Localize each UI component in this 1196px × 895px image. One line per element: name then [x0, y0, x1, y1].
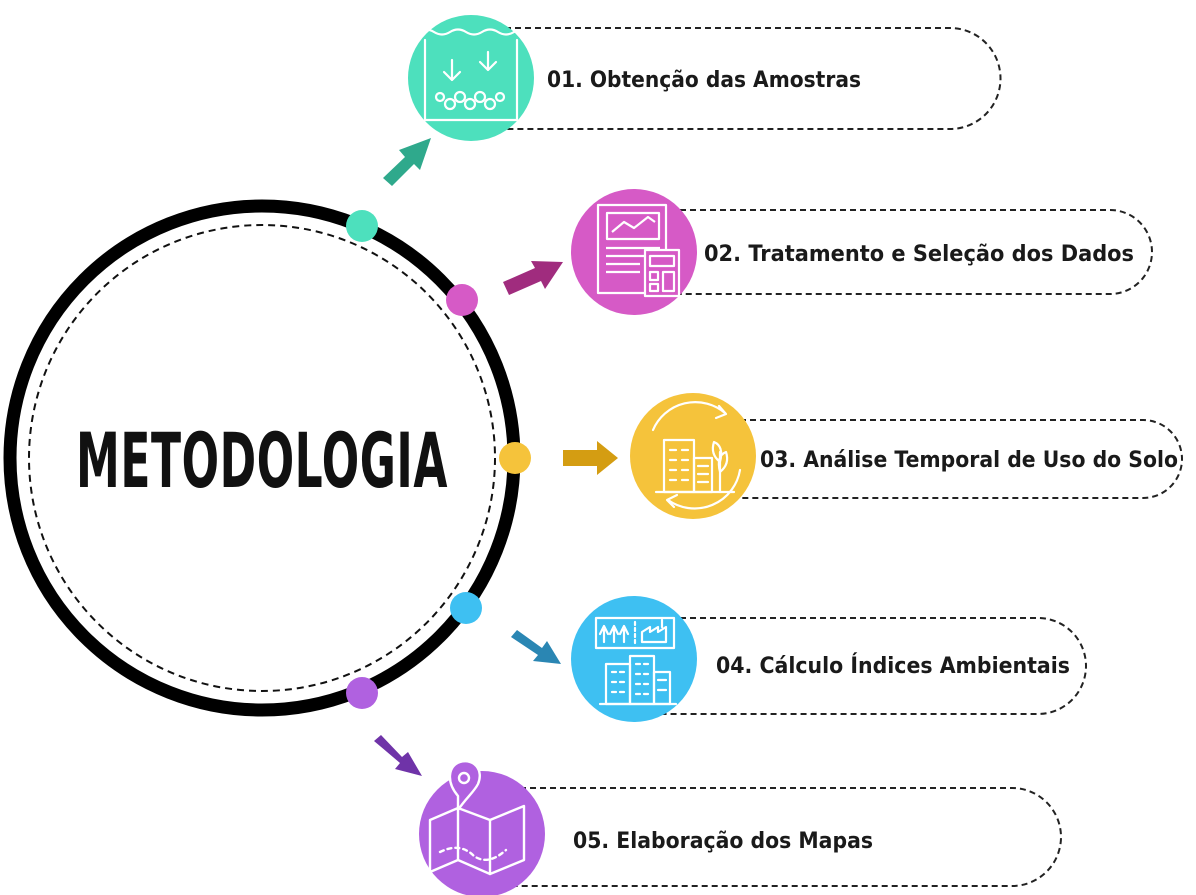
step-4-label: 04. Cálculo Índices Ambientais: [716, 653, 1070, 679]
step-3-label-pill: [710, 419, 1183, 499]
step-1-label: 01. Obtenção das Amostras: [547, 68, 861, 93]
central-title: METODOLOGIA: [76, 416, 448, 505]
step-5-arrow: [374, 735, 422, 776]
step-4-label-pill: [650, 617, 1087, 715]
step-3-label: 03. Análise Temporal de Uso do Solo: [760, 448, 1178, 473]
central-inner-dashed-circle: [28, 224, 496, 692]
step-4-dot: [450, 592, 482, 624]
step-2-label-pill: [650, 209, 1153, 295]
water-sample-icon: [416, 28, 519, 122]
step-1-label-pill: [485, 27, 1002, 130]
step-2-label: 02. Tratamento e Seleção dos Dados: [704, 242, 1134, 267]
step-5-icon-circle: [419, 771, 545, 895]
report-calculator-icon: [596, 203, 681, 298]
step-3-dot: [499, 442, 531, 474]
step-1-dot: [346, 210, 378, 242]
step-5-label-pill: [500, 787, 1062, 887]
map-pin-icon: [428, 760, 526, 876]
step-5-dot: [346, 677, 378, 709]
city-cycle-icon: [651, 401, 742, 510]
step-1-arrow: [383, 138, 431, 186]
step-1-icon-circle: [408, 15, 534, 141]
step-2-arrow: [503, 261, 563, 295]
step-5-label: 05. Elaboração dos Mapas: [573, 829, 873, 854]
environment-building-icon: [594, 616, 678, 706]
step-2-dot: [446, 284, 478, 316]
step-4-arrow: [511, 630, 561, 664]
step-3-arrow: [563, 441, 618, 475]
